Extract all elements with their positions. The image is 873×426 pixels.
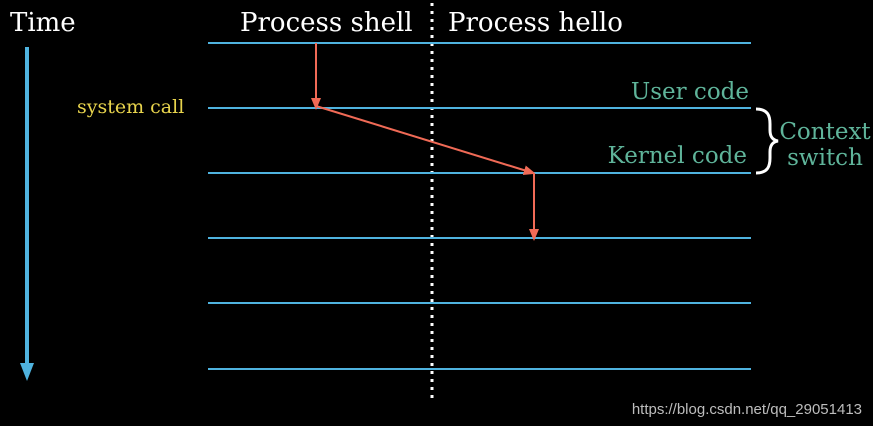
context-switch-arrow <box>315 105 536 176</box>
context-switch-brace <box>755 107 779 175</box>
watermark-text: https://blog.csdn.net/qq_29051413 <box>632 401 862 418</box>
system-call-label: system call <box>77 96 184 118</box>
user-code-label: User code <box>631 79 749 105</box>
process-hello-heading: Process hello <box>448 8 623 38</box>
time-slices <box>208 42 751 370</box>
kernel-code-label: Kernel code <box>608 143 747 169</box>
process-shell-heading: Process shell <box>240 8 413 38</box>
context-label-line1: Context <box>779 119 871 145</box>
context-label-line2: switch <box>787 145 863 171</box>
time-label: Time <box>10 8 76 38</box>
